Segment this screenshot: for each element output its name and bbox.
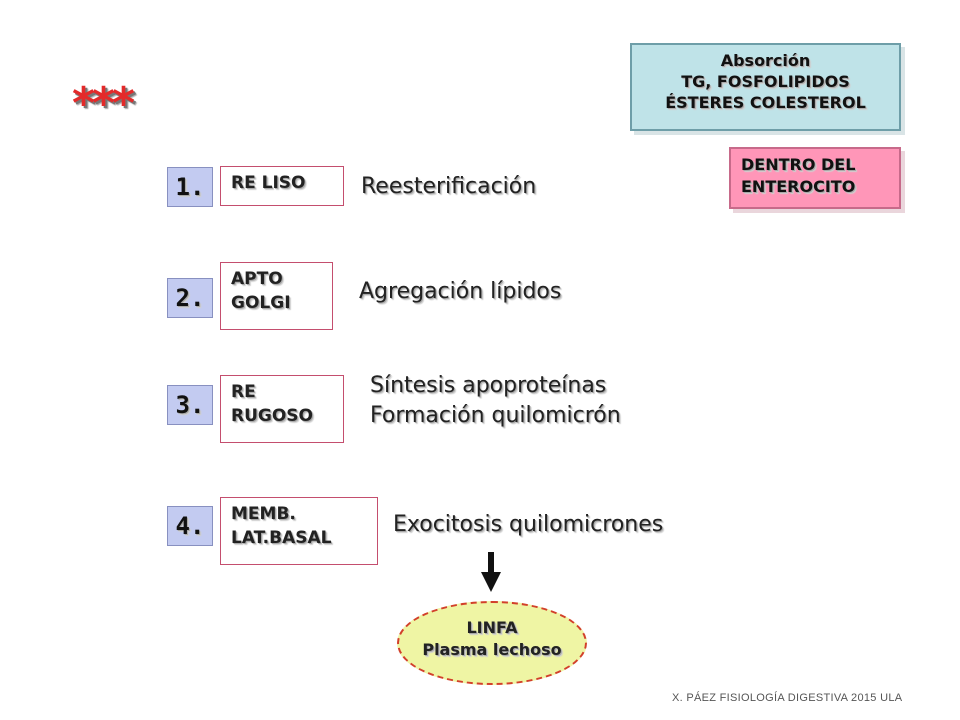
absorption-line-2: TG, FOSFOLIPIDOS	[681, 72, 850, 91]
step-3-organelle-box: RE RUGOSO	[220, 375, 344, 443]
footer-credit: X. PÁEZ FISIOLOGÍA DIGESTIVA 2015 ULA	[672, 692, 903, 704]
step-1-description: Reesterificación	[361, 172, 536, 202]
step-4-organelle-box: MEMB. LAT.BASAL	[220, 497, 378, 565]
stars-marker: ***	[72, 78, 135, 129]
location-box: DENTRO DEL ENTEROCITO	[729, 147, 901, 209]
location-line-2: ENTEROCITO	[741, 177, 856, 196]
step-1-number: 1.	[167, 167, 213, 207]
step-2-description: Agregación lípidos	[359, 277, 561, 307]
lymph-subtitle: Plasma lechoso	[422, 640, 562, 659]
absorption-box: Absorción TG, FOSFOLIPIDOS ÉSTERES COLES…	[630, 43, 901, 131]
step-2-organelle-line-1: APTO	[231, 269, 283, 289]
step-3-description-line-2: Formación quilomicrón	[370, 403, 621, 428]
down-arrow-shaft	[488, 552, 494, 574]
step-1-organelle-box: RE LISO	[220, 166, 344, 206]
step-4-number: 4.	[167, 506, 213, 546]
step-3-organelle-line-2: RUGOSO	[231, 406, 313, 426]
lymph-title: LINFA	[466, 618, 518, 637]
step-1-description-line-1: Reesterificación	[361, 174, 537, 199]
step-2-organelle-line-2: GOLGI	[231, 293, 291, 313]
step-3-organelle-line-1: RE	[231, 382, 256, 402]
step-3-description-line-1: Síntesis apoproteínas	[370, 373, 607, 398]
step-1-organelle-line-1: RE LISO	[231, 173, 306, 193]
absorption-line-1: Absorción	[720, 51, 811, 70]
step-4-organelle-line-1: MEMB.	[231, 504, 296, 524]
step-4-description: Exocitosis quilomicrones	[393, 510, 663, 540]
step-2-description-line-1: Agregación lípidos	[359, 279, 562, 304]
absorption-line-3: ÉSTERES COLESTEROL	[665, 93, 866, 112]
step-4-organelle-line-2: LAT.BASAL	[231, 528, 332, 548]
step-3-number: 3.	[167, 385, 213, 425]
down-arrow-icon	[481, 572, 501, 592]
lymph-output-ellipse: LINFA Plasma lechoso	[397, 601, 587, 685]
step-2-organelle-box: APTO GOLGI	[220, 262, 333, 330]
step-2-number: 2.	[167, 278, 213, 318]
location-line-1: DENTRO DEL	[741, 155, 856, 174]
step-4-description-line-1: Exocitosis quilomicrones	[393, 512, 664, 537]
step-3-description: Síntesis apoproteínas Formación quilomic…	[370, 371, 621, 431]
